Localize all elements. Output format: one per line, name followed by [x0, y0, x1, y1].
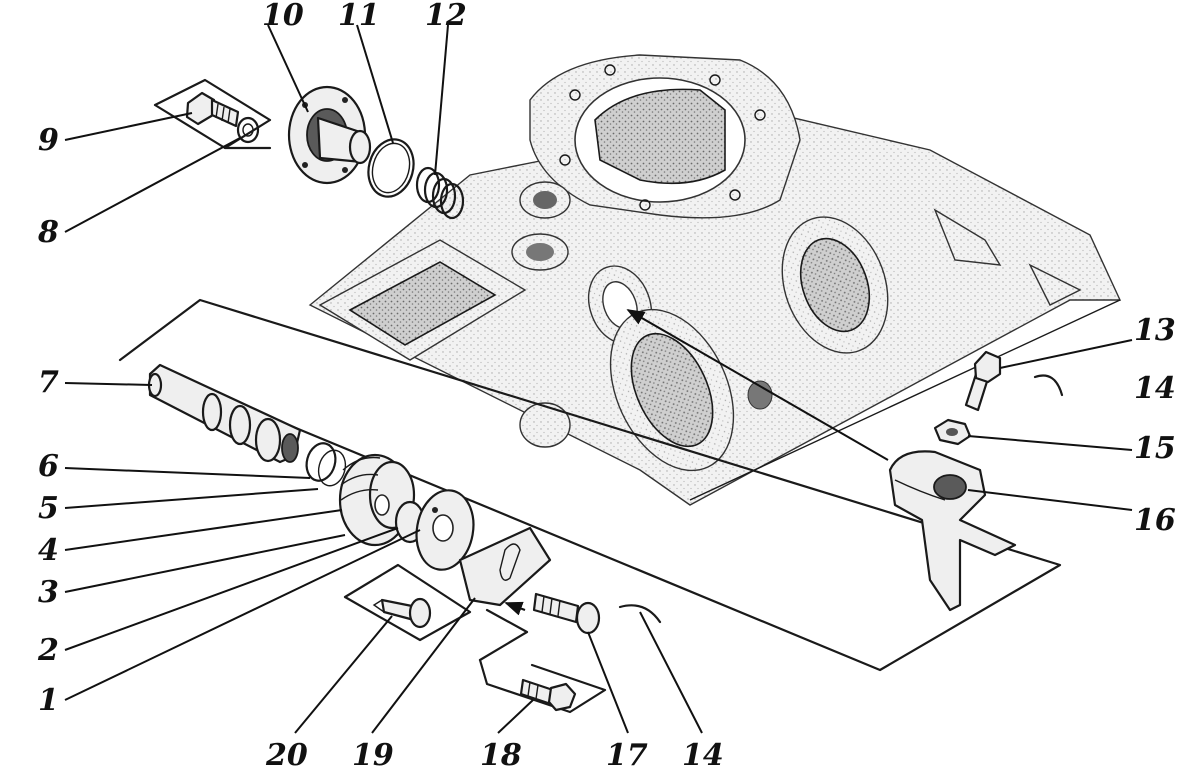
part-20-screw — [372, 597, 432, 629]
assembly-arrow — [626, 309, 889, 461]
part-9-bolt — [185, 91, 240, 128]
gearbox-housing — [308, 54, 1122, 506]
callout-7: 7 — [38, 365, 59, 400]
callout-10: 10 — [262, 0, 304, 33]
callout-15: 15 — [1134, 431, 1176, 466]
callout-17: 17 — [606, 738, 648, 773]
part-6-snap-ring — [305, 442, 337, 482]
part-18-bolt — [519, 678, 577, 712]
callout-8: 8 — [37, 215, 59, 250]
callout-11: 11 — [338, 0, 380, 33]
assembly-arrow-small — [504, 601, 526, 616]
part-11-o-ring — [367, 138, 415, 198]
part-15-nut — [933, 418, 972, 446]
callout-1: 1 — [38, 683, 59, 718]
callout-20: 20 — [265, 738, 308, 773]
callout-9: 9 — [38, 123, 59, 158]
arc-14-lower — [618, 604, 662, 624]
arc-14-upper — [1033, 374, 1064, 397]
part-5-ring — [317, 449, 347, 487]
part-1-plate — [415, 489, 475, 571]
callout-5: 5 — [38, 491, 59, 526]
group-bracket-main — [118, 298, 1062, 672]
part-16-shift-fork — [888, 450, 1017, 612]
callout-19: 19 — [352, 738, 394, 773]
callout-12: 12 — [425, 0, 467, 33]
part-13-bolt — [964, 350, 1002, 412]
group-bracket-bolt — [153, 78, 272, 150]
callout-14-upper: 14 — [1134, 371, 1176, 406]
callout-16: 16 — [1134, 503, 1176, 538]
callout-14-lower: 14 — [682, 738, 724, 773]
group-bracket-bolts-lower — [478, 608, 607, 714]
callout-6: 6 — [38, 449, 59, 484]
part-7-shaft — [147, 363, 302, 464]
part-10-flange-bushing — [287, 85, 372, 185]
callout-labels: 10 11 12 9 8 7 6 5 4 3 2 1 13 14 15 16 2… — [37, 0, 1176, 773]
group-bracket-screw — [343, 563, 472, 642]
callout-18: 18 — [480, 738, 522, 773]
part-8-lock-washer — [236, 116, 260, 144]
part-17-bolt — [532, 592, 601, 635]
callout-2: 2 — [37, 633, 59, 668]
callout-3: 3 — [38, 575, 59, 610]
callout-13: 13 — [1134, 313, 1176, 348]
part-19-lock-plate — [458, 526, 552, 607]
leader-lines — [64, 24, 1133, 734]
callout-4: 4 — [38, 533, 59, 568]
